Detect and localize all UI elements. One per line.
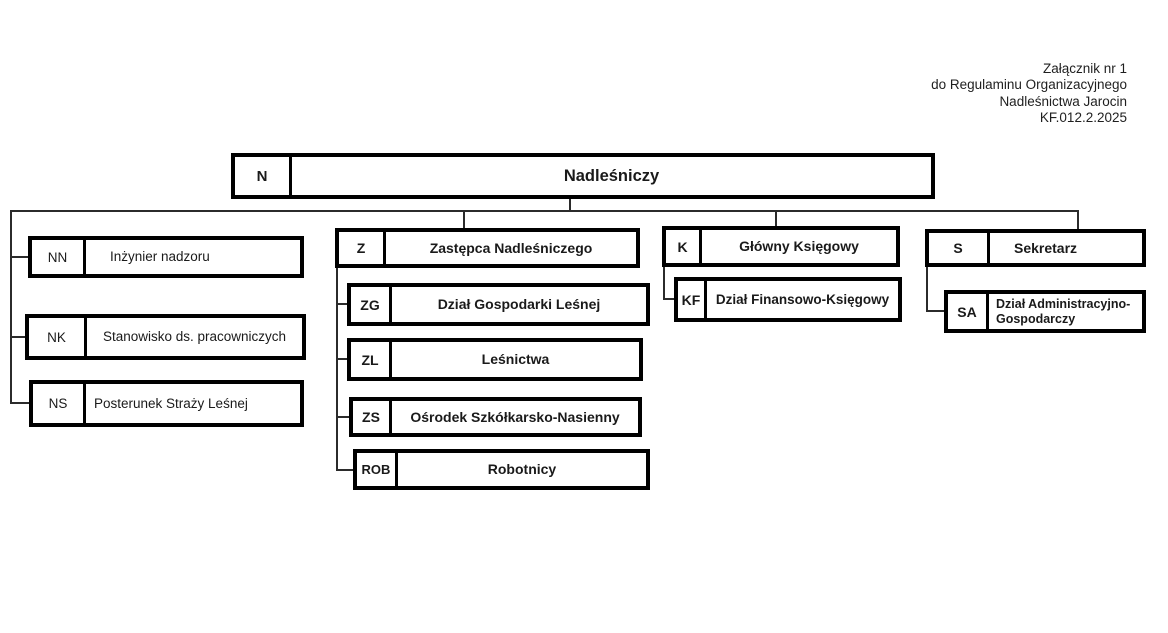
org-box-zs-code: ZS	[353, 401, 392, 433]
org-box-s: S Sekretarz	[925, 229, 1146, 267]
connector-z-spine	[336, 268, 338, 470]
connector-stub-rob	[336, 469, 353, 471]
org-box-z-title: Zastępca Nadleśniczego	[429, 239, 593, 256]
org-box-rob-title: Robotnicy	[487, 461, 557, 478]
connector-stub-ns	[10, 402, 29, 404]
org-box-n-title: Nadleśniczy	[563, 166, 660, 185]
org-box-k-code: K	[666, 230, 702, 263]
org-box-zs: ZS Ośrodek Szkółkarsko-Nasienny	[349, 397, 642, 437]
org-box-zl-code: ZL	[351, 342, 392, 377]
org-box-ns-title: Posterunek Straży Leśnej	[94, 395, 248, 411]
connector-stub-zl	[336, 358, 347, 360]
attachment-note-line: Nadleśnictwa Jarocin	[999, 93, 1127, 109]
org-box-k: K Główny Księgowy	[662, 226, 900, 267]
connector-stub-zg	[336, 303, 347, 305]
org-box-nn: NN Inżynier nadzoru	[28, 236, 304, 278]
connector-stub-kf	[663, 298, 674, 300]
org-box-z: Z Zastępca Nadleśniczego	[335, 228, 640, 268]
org-box-s-title: Sekretarz	[1014, 239, 1078, 256]
org-box-k-title: Główny Księgowy	[739, 238, 859, 255]
connector-z-drop	[463, 210, 465, 228]
org-box-zs-title: Ośrodek Szkółkarsko-Nasienny	[410, 408, 620, 425]
connector-main-horizontal	[10, 210, 1078, 212]
org-box-zg-code: ZG	[351, 287, 392, 322]
connector-stub-sa	[926, 310, 944, 312]
org-box-ns: NS Posterunek Straży Leśnej	[29, 380, 304, 427]
org-box-zl-title: Leśnictwa	[481, 351, 550, 368]
org-box-ns-code: NS	[33, 384, 86, 423]
connector-stub-nn	[10, 256, 28, 258]
attachment-note-line: KF.012.2.2025	[1039, 110, 1127, 126]
org-box-zg: ZG Dział Gospodarki Leśnej	[347, 283, 650, 326]
org-box-zg-title: Dział Gospodarki Leśnej	[437, 296, 601, 313]
org-box-sa: SA Dział Administracyjno- Gospodarczy	[944, 290, 1146, 333]
connector-s-spine	[926, 267, 928, 312]
connector-stub-nk	[10, 336, 25, 338]
org-box-z-code: Z	[339, 232, 386, 264]
org-box-zl: ZL Leśnictwa	[347, 338, 643, 381]
org-box-rob-code: ROB	[357, 453, 398, 486]
org-box-nk-code: NK	[29, 318, 87, 356]
connector-n-spine	[10, 210, 12, 404]
org-box-n-code: N	[235, 157, 292, 195]
org-box-nk-title: Stanowisko ds. pracowniczych	[102, 329, 287, 345]
org-box-sa-code: SA	[948, 294, 989, 329]
org-box-rob: ROB Robotnicy	[353, 449, 650, 490]
org-box-s-code: S	[929, 233, 990, 263]
connector-s-drop	[1077, 210, 1079, 229]
org-box-kf-title: Dział Finansowo-Księgowy	[715, 291, 890, 307]
connector-k-spine	[663, 267, 665, 300]
org-box-sa-title: Dział Administracyjno- Gospodarczy	[996, 297, 1131, 326]
attachment-note: Załącznik nr 1 do Regulaminu Organizacyj…	[707, 61, 1127, 127]
connector-k-drop	[775, 210, 777, 226]
connector-root-drop	[569, 199, 571, 211]
org-box-kf-code: KF	[678, 281, 707, 318]
org-box-n: N Nadleśniczy	[231, 153, 935, 199]
org-box-nn-code: NN	[32, 240, 86, 274]
attachment-note-line: Załącznik nr 1	[1042, 61, 1127, 76]
org-box-kf: KF Dział Finansowo-Księgowy	[674, 277, 902, 322]
org-box-nk: NK Stanowisko ds. pracowniczych	[25, 314, 306, 360]
connector-stub-zs	[336, 416, 349, 418]
org-box-nn-title: Inżynier nadzoru	[110, 249, 210, 265]
attachment-note-line: do Regulaminu Organizacyjnego	[931, 77, 1127, 93]
